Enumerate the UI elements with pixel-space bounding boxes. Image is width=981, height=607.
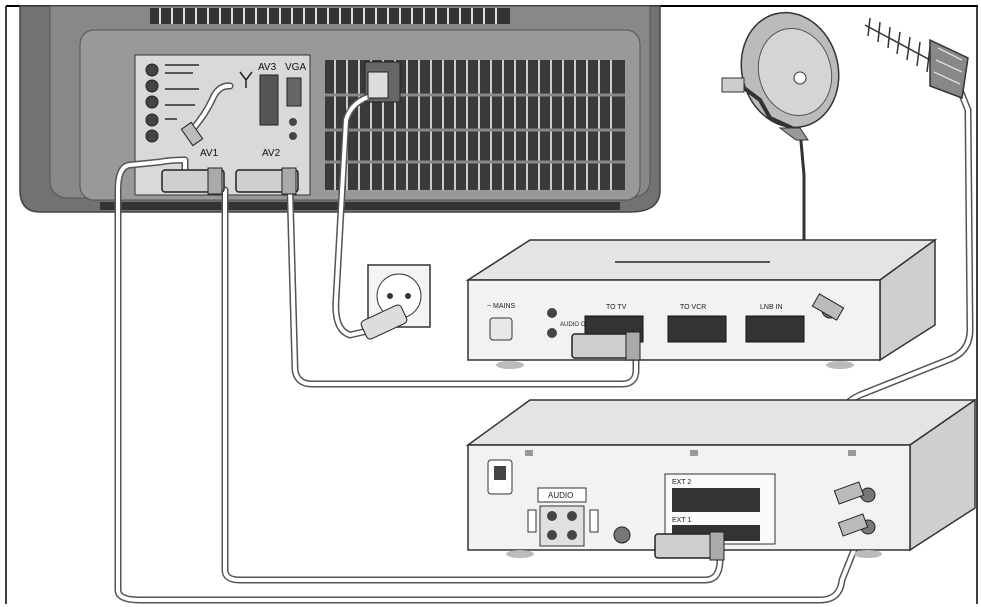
tv-jack-column: [145, 63, 159, 143]
tv-small-print: [165, 64, 199, 120]
vcr-round-jack: [613, 526, 631, 544]
sat-mains-inlet: [489, 317, 513, 341]
wall-plug: [360, 304, 408, 340]
vcr-ext1-label: EXT 1: [672, 517, 691, 524]
av3-label: AV3: [258, 62, 277, 73]
bottom-vent: [100, 202, 620, 210]
vcr-ext2-label: EXT 2: [672, 479, 691, 486]
sat-audio-jack-r: [547, 328, 557, 338]
vcr-scart-plug: [654, 533, 720, 559]
tv-antenna-symbol-icon: [239, 71, 253, 88]
av2-label: AV2: [262, 148, 281, 159]
sat-to-tv-label: TO TV: [606, 304, 627, 311]
sat-to-vcr-label: TO VCR: [680, 304, 706, 311]
av1-scart-plug: [161, 167, 225, 195]
sat-to-vcr-scart: [667, 315, 727, 343]
sat-audio-jack-l: [547, 308, 557, 318]
rf-plug-tv: [180, 121, 204, 147]
tv-small-jack: [289, 132, 297, 140]
av1-label: AV1: [200, 148, 219, 159]
av3-port: [259, 74, 279, 126]
tv-power-plug: [367, 71, 389, 99]
vga-label: VGA: [285, 62, 306, 73]
sat-lnb-in-label: LNB IN: [760, 304, 783, 311]
satellite-receiver: ~ MAINS AUDIO OUT TO TV TO VCR LNB IN: [465, 238, 938, 369]
top-vent: [150, 8, 510, 24]
sat-third-scart: [745, 315, 805, 343]
av2-scart-plug: [235, 167, 299, 195]
vcr-rf-plug: [837, 513, 869, 537]
wall-outlet: [360, 264, 431, 340]
vcr-audio-jack: [567, 511, 577, 521]
sat-scart-plug: [571, 333, 635, 359]
vcr-ext2-scart: [672, 488, 760, 512]
tv-small-jack: [289, 118, 297, 126]
sat-audio-out-label: AUDIO OUT: [560, 322, 594, 328]
vga-port: [286, 77, 302, 107]
sat-mains-label: ~ MAINS: [487, 303, 516, 310]
satellite-dish-icon: [721, 11, 840, 141]
vcr-rf-plug: [833, 481, 865, 505]
terrestrial-antenna-icon: [864, 17, 969, 100]
vcr-audio-jack: [567, 530, 577, 540]
vcr: AUDIO EXT 2 EXT 1 OUT IN: [465, 398, 978, 561]
vcr-audio-jack: [547, 530, 557, 540]
vcr-audio-jack: [547, 511, 557, 521]
vcr-audio-label: AUDIO: [548, 491, 573, 500]
dish-cable-plug: [811, 293, 845, 321]
